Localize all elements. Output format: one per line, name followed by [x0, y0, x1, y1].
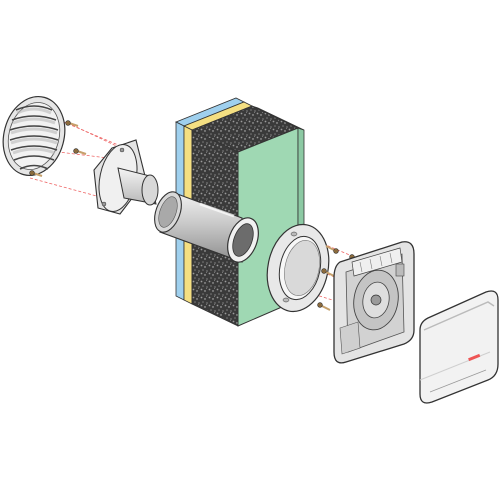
grille-screw [73, 148, 87, 155]
grille-screw-group [29, 120, 87, 177]
grille-screw [29, 170, 43, 177]
wall-flange-spigot [93, 139, 159, 215]
outer-louvre-grille [2, 95, 66, 177]
inner-mounting-ring [266, 223, 330, 313]
fan-screw [317, 302, 331, 311]
fan-screw [325, 245, 339, 254]
front-cover [419, 290, 499, 404]
fan-screw [321, 268, 335, 277]
grille-screw [65, 120, 79, 127]
fan-housing [333, 241, 415, 364]
duct-sleeve [154, 191, 259, 263]
cover-badge [468, 353, 481, 362]
